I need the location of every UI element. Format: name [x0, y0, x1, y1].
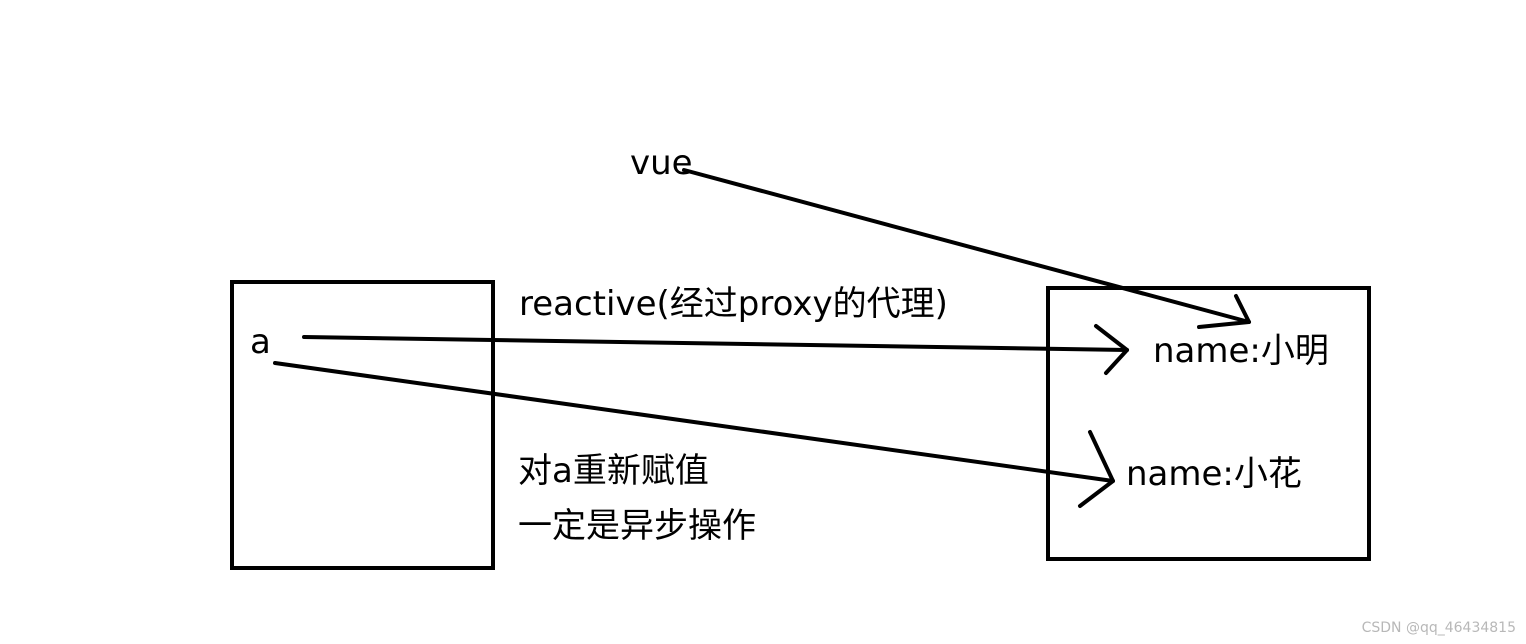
vue-arrow	[682, 168, 1251, 329]
right-box	[1046, 286, 1371, 561]
reactive-label: reactive(经过proxy的代理)	[519, 284, 948, 324]
left-box	[230, 280, 495, 570]
name-xiaoming-label: name:小明	[1153, 331, 1329, 371]
reassign-arrow	[273, 361, 1115, 508]
a-label: a	[250, 322, 271, 362]
vue-label: vue	[630, 143, 693, 183]
watermark: CSDN @qq_46434815	[1362, 620, 1516, 636]
name-xiaohua-label: name:小花	[1126, 454, 1302, 494]
reassign-label-line2: 一定是异步操作	[518, 506, 756, 546]
reassign-label-line1: 对a重新赋值	[518, 451, 709, 491]
reactive-arrow	[302, 324, 1129, 375]
